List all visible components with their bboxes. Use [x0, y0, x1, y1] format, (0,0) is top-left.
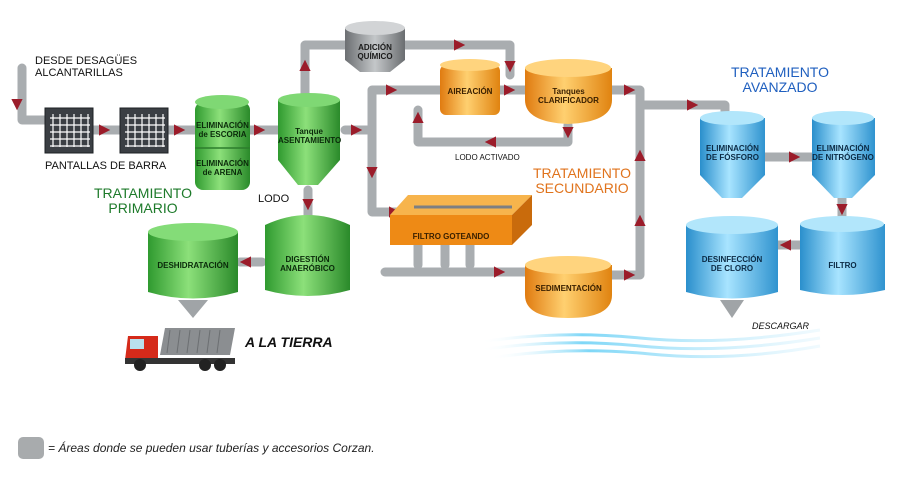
nitrogen-line1: ELIMINACIÓN — [816, 144, 870, 153]
settling-tank-label: Tanque ASENTAMIENTO — [278, 127, 342, 146]
activated-sludge-label: LODO ACTIVADO — [455, 153, 520, 162]
digestion-line1: DIGESTIÓN — [285, 255, 330, 264]
settling-tank-line1: Tanque — [295, 127, 323, 136]
pipe-to-filter — [367, 125, 410, 217]
legend-swatch — [18, 437, 44, 459]
source-label: DESDE DESAGÜES ALCANTARILLAS — [35, 55, 137, 79]
discharge-label: DESCARGAR — [752, 321, 810, 331]
nitrogen-removal-label: ELIMINACIÓN DE NITRÓGENO — [808, 144, 878, 163]
clarifier-line1: Tanques — [552, 87, 585, 96]
bar-screen-2 — [119, 107, 169, 154]
chlorine-line2: DE CLORO — [710, 263, 754, 273]
aeration-label: AIREACIÓN — [447, 87, 493, 96]
phosphorus-line1: ELIMINACIÓN — [706, 144, 759, 153]
chemical-line1: ADICIÓN — [358, 43, 392, 52]
primary-line2: PRIMARIO — [108, 200, 178, 217]
chlorine-disinfection-tank — [686, 216, 778, 318]
trickling-filter — [390, 195, 532, 245]
source-label-line1: DESDE DESAGÜES — [35, 55, 138, 67]
dump-truck — [125, 328, 235, 371]
aeration-tank — [440, 59, 500, 115]
nitrogen-removal-tank — [812, 111, 875, 198]
source-label-line2: ALCANTARILLAS — [35, 67, 123, 80]
digestion-label: DIGESTIÓN ANAERÓBICO — [265, 255, 350, 274]
sand-removal-line1: ELIMINACIÓN — [196, 159, 249, 168]
chlorine-line1: DESINFECCIÓN — [701, 255, 763, 264]
phosphorus-removal-tank — [700, 111, 765, 198]
to-land-label: A LA TIERRA — [245, 334, 333, 350]
pipe-settling-out — [340, 85, 445, 135]
sludge-label: LODO — [258, 193, 290, 205]
clarifier-line2: CLARIFICADOR — [538, 95, 599, 105]
dewatering-label: DESHIDRATACIÓN — [157, 261, 229, 270]
legend-text: = Áreas donde se pueden usar tuberías y … — [48, 441, 375, 455]
advanced-line1: TRATAMIENTO — [731, 64, 829, 80]
pipe-chemical — [300, 40, 350, 100]
clarifier-label: Tanques CLARIFICADOR — [525, 87, 612, 106]
grit-removal-line1: ELIMINACIÓN — [196, 121, 249, 130]
phosphorus-line2: DE FÓSFORO — [706, 152, 759, 162]
grit-removal-line2: de ESCORIA — [198, 129, 247, 139]
bar-screen-1 — [44, 107, 94, 154]
filter-label: FILTRO — [828, 261, 857, 270]
sand-removal-line2: de ARENA — [202, 167, 243, 177]
primary-line1: TRATAMIENTO — [94, 185, 192, 201]
grit-sand-removal-unit — [195, 95, 250, 190]
clarifier-tanks — [525, 59, 612, 124]
pipe-inlet — [17, 63, 53, 125]
chemical-addition-label: ADICIÓN QUÍMICO — [345, 43, 405, 62]
chlorine-disinfection-label: DESINFECCIÓN DE CLORO — [686, 255, 778, 274]
anaerobic-digestion-tank — [265, 215, 350, 296]
bar-screens-label: PANTALLAS DE BARRA — [45, 160, 167, 172]
flow-arrows — [11, 39, 848, 281]
grit-removal-label: ELIMINACIÓN de ESCORIA — [195, 121, 250, 140]
discharge-water — [479, 328, 821, 360]
sand-removal-label: ELIMINACIÓN de ARENA — [195, 159, 250, 178]
filter-tank — [800, 216, 885, 295]
dewatering-tank — [148, 223, 238, 318]
secondary-line2: SECUNDARIO — [535, 180, 629, 197]
chemical-line2: QUÍMICO — [357, 51, 393, 61]
phosphorus-removal-label: ELIMINACIÓN DE FÓSFORO — [700, 144, 765, 163]
digestion-line2: ANAERÓBICO — [280, 263, 335, 273]
sedimentation-label: SEDIMENTACIÓN — [535, 284, 602, 293]
advanced-treatment-title: TRATAMIENTO AVANZADO — [725, 64, 835, 96]
nitrogen-line2: DE NITRÓGENO — [812, 152, 874, 162]
settling-tank — [278, 93, 340, 185]
sedimentation-tank — [525, 256, 612, 318]
trickling-filter-label: FILTRO GOTEANDO — [412, 232, 490, 241]
primary-treatment-title: TRATAMIENTO PRIMARIO — [88, 185, 198, 217]
secondary-treatment-title: TRATAMIENTO SECUNDARIO — [528, 165, 636, 197]
secondary-line1: TRATAMIENTO — [533, 165, 631, 181]
settling-tank-line2: ASENTAMIENTO — [278, 135, 342, 145]
advanced-line2: AVANZADO — [742, 79, 818, 96]
chemical-addition-tank — [345, 21, 405, 72]
